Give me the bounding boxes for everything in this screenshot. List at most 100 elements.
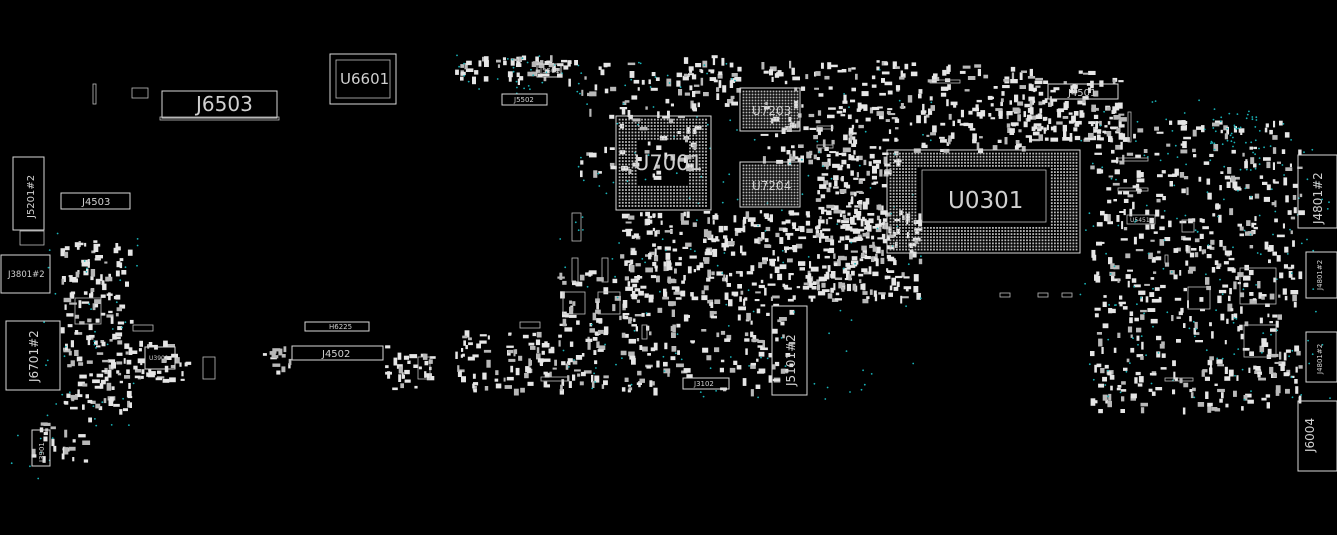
smd-pad — [1283, 177, 1288, 186]
smd-pad — [625, 228, 633, 232]
bga-ball — [951, 248, 954, 251]
via-dot — [1274, 210, 1277, 213]
chip-u7204[interactable]: U7204 — [739, 161, 801, 208]
bga-ball — [1013, 165, 1016, 167]
smd-pad — [1226, 181, 1231, 188]
connector-j4501[interactable]: J4501 — [1047, 83, 1119, 100]
bga-ball — [905, 217, 907, 220]
chip-u5451[interactable]: U5451 — [1126, 214, 1156, 225]
connector-j5201[interactable]: J5201#2 — [12, 156, 45, 231]
smd-pad — [464, 330, 470, 338]
via-dot — [1312, 249, 1315, 252]
connector-j5501[interactable]: J5501 — [536, 63, 562, 78]
smd-pad — [1042, 99, 1046, 105]
connector-j4801[interactable]: J4801#2 — [1297, 154, 1337, 229]
smd-pad — [846, 270, 850, 278]
smd-pad — [706, 355, 712, 361]
bga-ball — [911, 208, 914, 211]
smd-pad — [701, 295, 708, 301]
smd-pad — [587, 341, 591, 350]
connector-j6701[interactable]: J6701#2 — [5, 320, 61, 391]
chip-u6601[interactable]: U6601 — [329, 53, 397, 105]
bga-ball — [1069, 152, 1072, 155]
connector-j5101[interactable]: J5101#2 — [771, 305, 808, 396]
bga-ball — [954, 242, 957, 245]
bga-ball — [637, 131, 640, 134]
smd-pad — [822, 139, 826, 147]
chip-u0301[interactable]: U0301 — [886, 149, 1081, 254]
via-dot — [1290, 139, 1292, 141]
smd-pad — [657, 212, 663, 219]
smd-pad — [507, 349, 514, 354]
smd-pad — [703, 211, 711, 214]
bga-ball — [1007, 248, 1010, 251]
smd-pad — [96, 352, 104, 355]
smd-pad — [1094, 364, 1097, 373]
connector-j6503[interactable]: J6503 — [159, 90, 280, 121]
bga-ball — [657, 125, 659, 127]
bga-ball — [1054, 192, 1056, 195]
smd-pad — [414, 385, 418, 389]
bga-ball — [754, 188, 757, 191]
bga-ball — [689, 147, 691, 150]
bga-ball — [914, 168, 917, 170]
smd-pad — [706, 230, 712, 238]
bga-ball — [763, 93, 766, 96]
smd-pad — [881, 71, 890, 75]
bga-ball — [926, 158, 929, 161]
connector-j4502[interactable]: J4502 — [291, 345, 384, 361]
bga-ball — [911, 152, 914, 155]
smd-pad — [1283, 352, 1287, 361]
smd-pad — [175, 357, 180, 364]
smd-pad — [878, 292, 886, 295]
bga-u7204-balls — [742, 164, 799, 206]
smd-pad — [1274, 218, 1278, 223]
bga-ball — [998, 227, 1000, 229]
connector-right-lower[interactable]: J4801#2 — [1305, 331, 1337, 383]
smd-pad — [1044, 98, 1048, 103]
via-dot — [1085, 229, 1087, 232]
connector-j3901[interactable]: J3901 — [31, 429, 51, 467]
connector-right-upper[interactable]: J4801#2 — [1305, 251, 1337, 299]
chip-u7203[interactable]: U7203 — [739, 87, 801, 132]
bga-ball — [793, 102, 796, 105]
smd-pad — [761, 232, 765, 240]
bga-ball — [1069, 242, 1072, 245]
chip-u7001[interactable]: U7001 — [615, 115, 712, 211]
bga-ball — [988, 230, 991, 232]
smd-pad — [689, 255, 697, 259]
bga-ball — [905, 192, 907, 195]
smd-pad — [871, 256, 875, 262]
smd-pad — [1001, 91, 1005, 96]
smd-pad — [90, 288, 94, 296]
bga-ball — [964, 239, 966, 242]
bga-ball — [954, 158, 957, 161]
via-dot — [1230, 132, 1233, 135]
bga-ball — [1023, 236, 1025, 239]
smd-pad — [833, 175, 839, 181]
smd-pad — [1159, 343, 1165, 349]
connector-j5502[interactable]: J5502 — [501, 93, 548, 106]
chip-u3901[interactable]: U3901 — [144, 346, 176, 370]
connector-j3102[interactable]: J3102 — [682, 377, 730, 390]
bga-ball — [889, 165, 892, 167]
bga-ball — [778, 197, 781, 200]
connector-j3801[interactable]: J3801#2 — [0, 254, 51, 294]
connector-j4503[interactable]: J4503 — [60, 192, 131, 210]
via-dot — [1212, 118, 1215, 121]
bga-ball — [647, 185, 650, 188]
bga-ball — [625, 131, 627, 134]
smd-pad — [403, 355, 409, 360]
smd-pad — [840, 114, 846, 117]
bga-ball — [908, 205, 911, 208]
bga-ball — [1013, 152, 1016, 155]
via-dot — [86, 267, 88, 270]
bga-ball — [653, 192, 656, 195]
bga-ball — [911, 199, 914, 201]
smd-pad — [566, 361, 571, 366]
smd-pad — [896, 228, 901, 235]
connector-j6004[interactable]: J6004 — [1297, 400, 1337, 472]
via-dot — [1143, 312, 1145, 315]
connector-h6225[interactable]: H6225 — [304, 321, 370, 332]
bga-ball — [930, 227, 932, 229]
